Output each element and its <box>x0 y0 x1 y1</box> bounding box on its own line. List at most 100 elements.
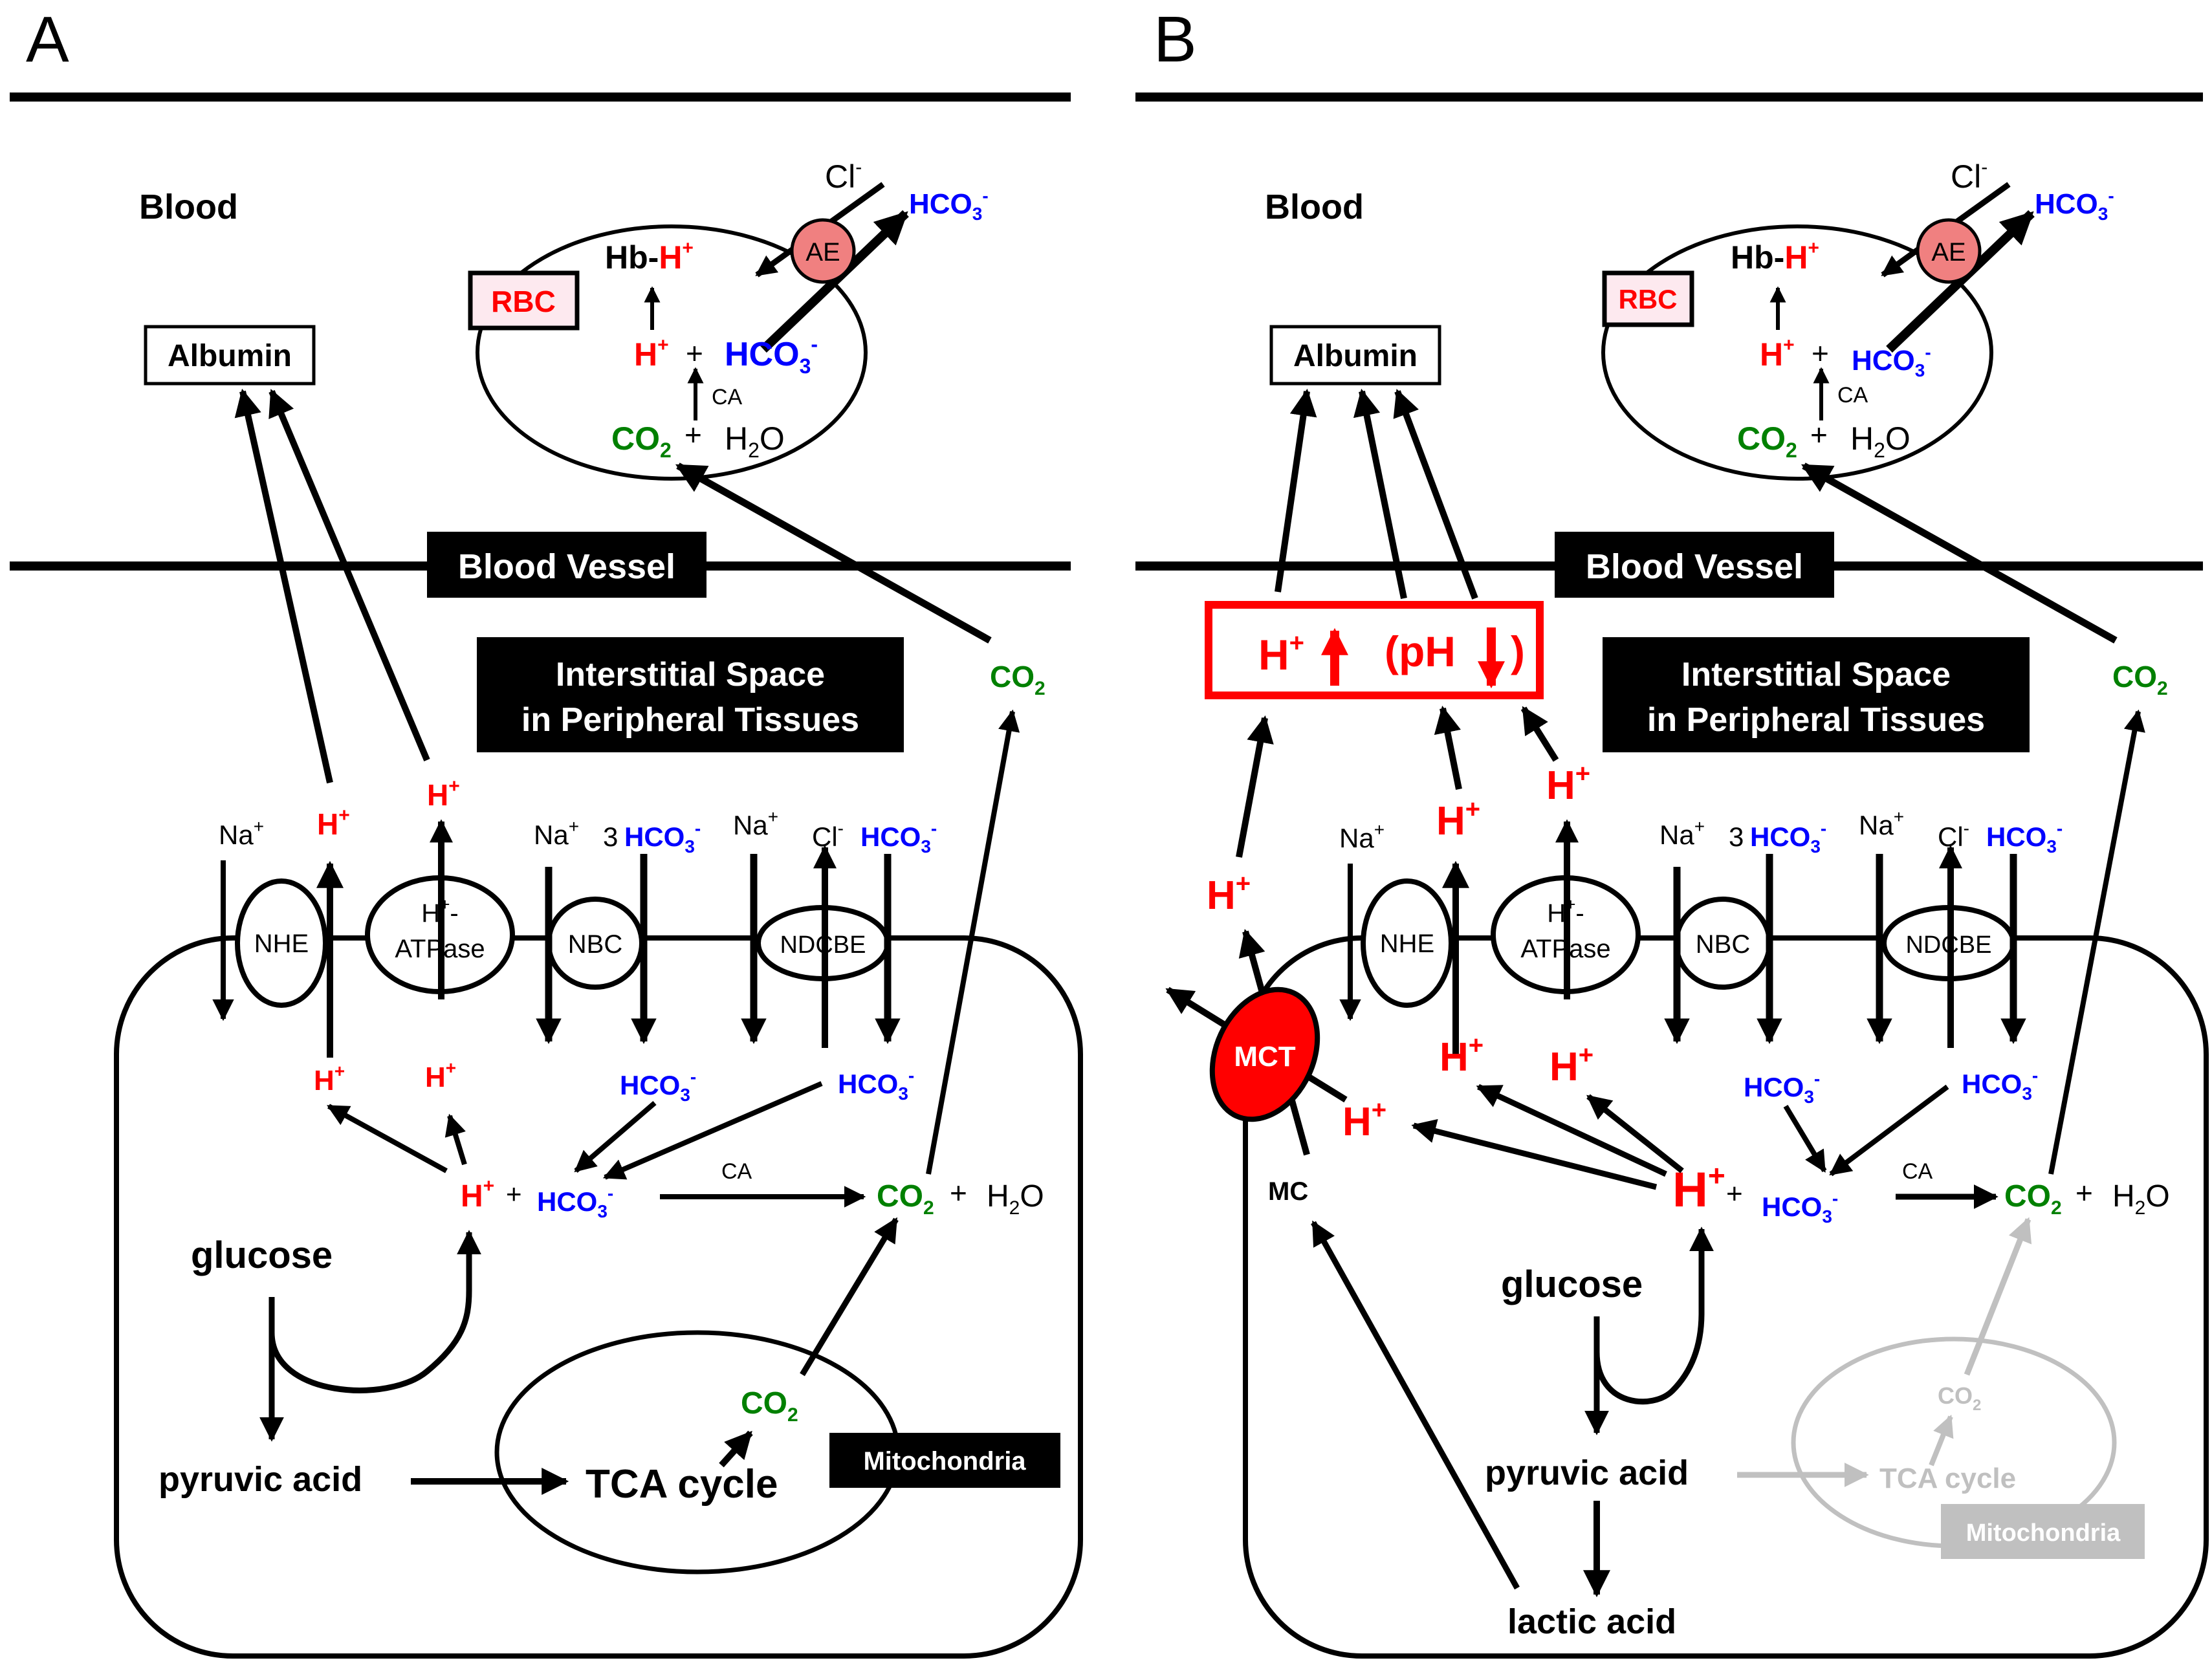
cell-co2-label-b: CO2 <box>2004 1179 2062 1219</box>
cell-plus-co2-b: + <box>2075 1176 2093 1210</box>
mc-label: MC <box>1268 1177 1308 1206</box>
cell-hco3-label-1-b: HCO3- <box>1744 1069 1820 1107</box>
interstitial-label-2: in Peripheral Tissues <box>521 701 859 739</box>
mito-co2-label: CO2 <box>741 1386 798 1426</box>
ndcbe-cl-label-b: Cl- <box>1938 818 1969 852</box>
rbc-label-b: RBC <box>1619 284 1678 314</box>
cell-h-label-2: H+ <box>425 1058 456 1093</box>
rbc-hco3-label-b: HCO3- <box>1852 342 1931 380</box>
mct-h-out-label: H+ <box>1207 869 1251 918</box>
mct-transporter <box>1209 986 1320 1122</box>
nhe-transporter-b <box>1361 878 1454 1008</box>
nbc-hco3-label-b: HCO3- <box>1750 818 1826 856</box>
rbc-box-b <box>1602 270 1694 327</box>
acidosis-h-label: H+ <box>1258 629 1304 679</box>
albumin-box <box>144 325 316 386</box>
h-to-atpase-arrow <box>444 1113 467 1166</box>
ae-transporter-b <box>1916 218 1982 284</box>
ndcbe-na-label-b: Na+ <box>1859 807 1904 840</box>
pyruvic-label: pyruvic acid <box>159 1460 362 1499</box>
interstitial-box <box>477 637 904 752</box>
cell-hco3-center-label: HCO3- <box>537 1183 613 1221</box>
rbc-hco3-label: HCO3- <box>725 332 818 378</box>
mito-box-b <box>1941 1504 2145 1559</box>
co2-out-of-cell-arrow <box>926 709 1020 1175</box>
cell-h-center-label: H+ <box>461 1175 494 1214</box>
hco3-ndcbe-to-pool-arrow-b <box>1829 1084 1949 1177</box>
acid-to-albumin-arrow-1 <box>1275 388 1317 593</box>
interstitial-co2-label-b: CO2 <box>2112 660 2168 699</box>
rbc-label: RBC <box>491 285 556 318</box>
acidosis-ph-label: (pH <box>1385 627 1456 675</box>
lactate-to-mc-arrow <box>1311 1220 1520 1590</box>
nhe-h-to-box-arrow <box>1434 705 1462 790</box>
cell-plus-label-b: + <box>1726 1178 1743 1210</box>
cl-label-b: Cl- <box>1951 157 1988 195</box>
interstitial-label-1: Interstitial Space <box>556 656 825 693</box>
ndcbe-na-label: Na+ <box>733 807 778 840</box>
cell-hco3-center-label-b: HCO3- <box>1762 1188 1838 1226</box>
hb-h-label: Hb-H+ <box>605 237 694 276</box>
blood-label: Blood <box>139 188 238 226</box>
nbc-hco3-label: HCO3- <box>624 818 701 856</box>
mito-co2-to-pool-arrow <box>800 1217 899 1377</box>
hb-h-label-b: Hb-H+ <box>1731 237 1819 276</box>
rbc-h-label-b: H+ <box>1760 334 1795 373</box>
hco3-nbc-to-pool-arrow-b <box>1783 1104 1827 1173</box>
vessel-box-b <box>1555 532 1834 598</box>
interstitial-box-b <box>1603 637 2030 752</box>
ndcbe-hco3-label-b: HCO3- <box>1986 818 2063 856</box>
acidosis-close-label: ) <box>1511 627 1525 675</box>
atpase-h-out-label-b: H+ <box>1546 759 1590 808</box>
cell-h-label-1-b: H+ <box>1440 1031 1484 1080</box>
tca-to-co2-arrow-b <box>1929 1414 1954 1466</box>
acidosis-box <box>1205 601 1544 699</box>
pyruvic-label-b: pyruvic acid <box>1485 1454 1689 1492</box>
co2-to-rbc-arrow <box>675 463 992 644</box>
atpase-h-to-box-arrow <box>1520 706 1559 762</box>
acid-to-albumin-arrow-3 <box>1393 389 1478 600</box>
rbc-plus-1: + <box>686 336 703 370</box>
hco3-nbc-to-pool-arrow <box>574 1100 657 1173</box>
mct-label: MCT <box>1234 1041 1295 1073</box>
h-to-atpase-arrow-b <box>1586 1094 1684 1173</box>
cell-h-center-label-b: H+ <box>1672 1159 1725 1217</box>
interstitial-label-2-b: in Peripheral Tissues <box>1647 701 1985 739</box>
co2-out-of-cell-arrow-b <box>2048 709 2145 1175</box>
mct-h-to-box-arrow <box>1236 715 1274 858</box>
cell-hco3-label-1: HCO3- <box>620 1067 696 1105</box>
panel-letter-b: B <box>1154 3 1197 76</box>
mito-label-b: Mitochondria <box>1966 1520 2121 1547</box>
h-to-albumin-arrow-1 <box>234 388 333 784</box>
lactic-label: lactic acid <box>1507 1602 1676 1641</box>
cell-hco3-label-2-b: HCO3- <box>1962 1065 2038 1104</box>
cell-ca-label-b: CA <box>1902 1159 1933 1184</box>
cell-hco3-label-2: HCO3- <box>838 1065 914 1104</box>
acid-to-albumin-arrow-2 <box>1353 388 1407 599</box>
cl-label: Cl- <box>825 157 862 195</box>
nbc-label-b: NBC <box>1696 930 1750 959</box>
tca-label-b: TCA cycle <box>1879 1463 2016 1494</box>
rbc-h2o-label-b: H2O <box>1850 420 1911 462</box>
hco3-ndcbe-to-pool-arrow <box>602 1081 823 1180</box>
albumin-label: Albumin <box>168 339 292 373</box>
interstitial-co2-label: CO2 <box>990 660 1046 699</box>
cell-h2o-label-b: H2O <box>2112 1179 2170 1219</box>
albumin-label-b: Albumin <box>1293 339 1418 373</box>
glycolysis-h-arrow <box>268 1230 481 1393</box>
nbc-three-label-b: 3 <box>1729 822 1744 852</box>
rbc-ellipse-b <box>1601 224 1993 481</box>
vessel-label-b: Blood Vessel <box>1586 547 1803 586</box>
co2-to-rbc-arrow-b <box>1801 463 2118 644</box>
mito-label: Mitochondria <box>863 1447 1026 1476</box>
cell-plus-co2: + <box>950 1176 967 1210</box>
nbc-na-label: Na+ <box>534 816 579 850</box>
mct-h-in-label: H+ <box>1342 1096 1386 1144</box>
albumin-box-b <box>1269 325 1441 386</box>
tca-label: TCA cycle <box>586 1462 778 1507</box>
rbc-plus-2: + <box>684 418 702 452</box>
hco3-out-label-b: HCO3- <box>2035 186 2114 224</box>
cell-co2-label: CO2 <box>877 1179 934 1219</box>
ae-transporter <box>790 218 856 284</box>
